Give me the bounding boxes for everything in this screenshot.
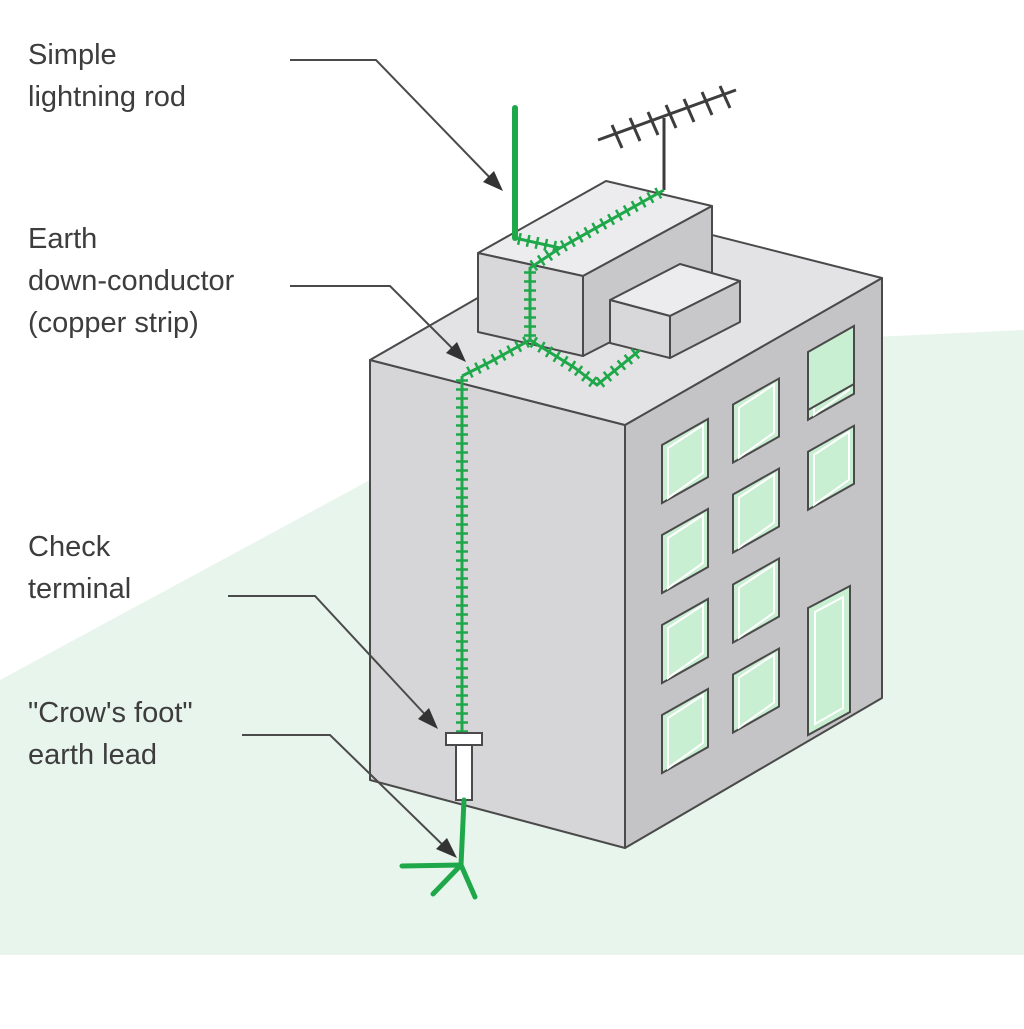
label-down-conductor-line-1: Earth — [28, 223, 98, 255]
label-down-conductor-line-2: down-conductor — [28, 265, 235, 297]
leader-down-conductor — [290, 285, 461, 357]
conductor-tick — [516, 232, 522, 246]
windows-group — [661, 324, 855, 775]
conductor-tick — [567, 360, 577, 372]
conductor-strip-segment — [528, 246, 561, 340]
label-lightning-rod: Simple lightning rod — [28, 34, 186, 118]
conductor-tick — [575, 231, 584, 243]
door — [807, 584, 851, 737]
conductor-tick — [544, 346, 554, 358]
conductor-tick — [525, 234, 531, 248]
conductor-tick — [560, 355, 569, 368]
label-lightning-rod-line-1: Simple — [28, 39, 117, 71]
conductor-tick — [599, 218, 608, 230]
conductor-tick — [534, 236, 540, 250]
leader-crows-foot — [242, 734, 451, 853]
conductor-tick — [551, 244, 561, 257]
conductor-tick — [536, 254, 546, 267]
conductor-tick — [581, 370, 591, 382]
tv-antenna — [597, 85, 737, 190]
window — [732, 646, 780, 735]
conductor-tick — [552, 350, 561, 363]
conductor-tick — [522, 336, 531, 349]
leader-lines — [228, 59, 498, 853]
window — [661, 417, 709, 505]
label-check-terminal: Check terminal — [28, 526, 131, 610]
conductor-tick — [466, 366, 474, 378]
label-check-terminal-line-2: terminal — [28, 573, 132, 605]
conductor-tick — [630, 348, 641, 360]
label-check-terminal-line-1: Check — [28, 531, 111, 563]
window — [732, 556, 780, 645]
conductor-tick — [529, 336, 539, 349]
conductor-tick — [567, 235, 576, 248]
conductor-tick — [588, 376, 598, 388]
label-crows-foot: "Crow's foot" earth lead — [28, 692, 193, 776]
arrowhead-check-terminal — [418, 708, 438, 729]
label-crows-foot-line-2: earth lead — [28, 739, 157, 771]
conductor-tick — [543, 238, 549, 251]
leader-arrowheads — [418, 171, 503, 858]
window — [732, 376, 780, 465]
arrowhead-lightning-rod — [483, 171, 503, 191]
conductor-tick — [614, 209, 623, 221]
conductor-tick — [623, 353, 634, 365]
conductor-tick — [595, 376, 606, 388]
conductor-tick — [474, 362, 482, 374]
conductor-tick — [573, 365, 584, 377]
conductor-tick — [583, 226, 592, 239]
conductor-tick — [638, 196, 647, 208]
conductor-tick — [654, 187, 663, 200]
conductor-tick — [622, 204, 631, 217]
window — [732, 466, 780, 555]
conductor-strip-segment — [461, 338, 531, 378]
label-lightning-rod-line-2: lightning rod — [28, 81, 186, 113]
conductor-tick — [506, 344, 515, 357]
small-box-side — [669, 280, 741, 359]
arrowhead-crows-foot — [436, 838, 457, 858]
window — [661, 687, 709, 775]
leader-check-terminal — [228, 595, 433, 723]
conductor-tick — [537, 341, 546, 353]
window — [661, 597, 709, 685]
conductor-tick — [498, 349, 507, 362]
conductor-tick — [630, 200, 639, 213]
arrowhead-down-conductor — [446, 342, 466, 362]
conductor-tick — [602, 371, 613, 382]
conductor-tick — [616, 359, 627, 371]
copper-strip-conductor — [456, 187, 665, 733]
building-front-face — [369, 359, 626, 849]
conductor-tick — [482, 358, 490, 370]
leader-lightning-rod — [290, 59, 498, 186]
conductor-tick — [514, 340, 523, 353]
conductor-tick — [559, 239, 568, 252]
conductor-tick — [607, 213, 616, 226]
window — [807, 424, 855, 512]
conductor-tick — [529, 259, 539, 272]
window — [807, 324, 855, 412]
label-down-conductor-line-3: (copper strip) — [28, 307, 199, 339]
conductor-tick — [490, 353, 499, 366]
crows-foot-earth-lead — [399, 797, 478, 900]
label-down-conductor: Earth down-conductor (copper strip) — [28, 218, 234, 344]
conductor-tick — [646, 191, 655, 204]
conductor-tick — [544, 249, 554, 262]
window — [661, 507, 709, 595]
conductor-tick — [609, 365, 620, 377]
label-crows-foot-line-1: "Crow's foot" — [28, 697, 193, 729]
conductor-tick — [591, 222, 600, 235]
